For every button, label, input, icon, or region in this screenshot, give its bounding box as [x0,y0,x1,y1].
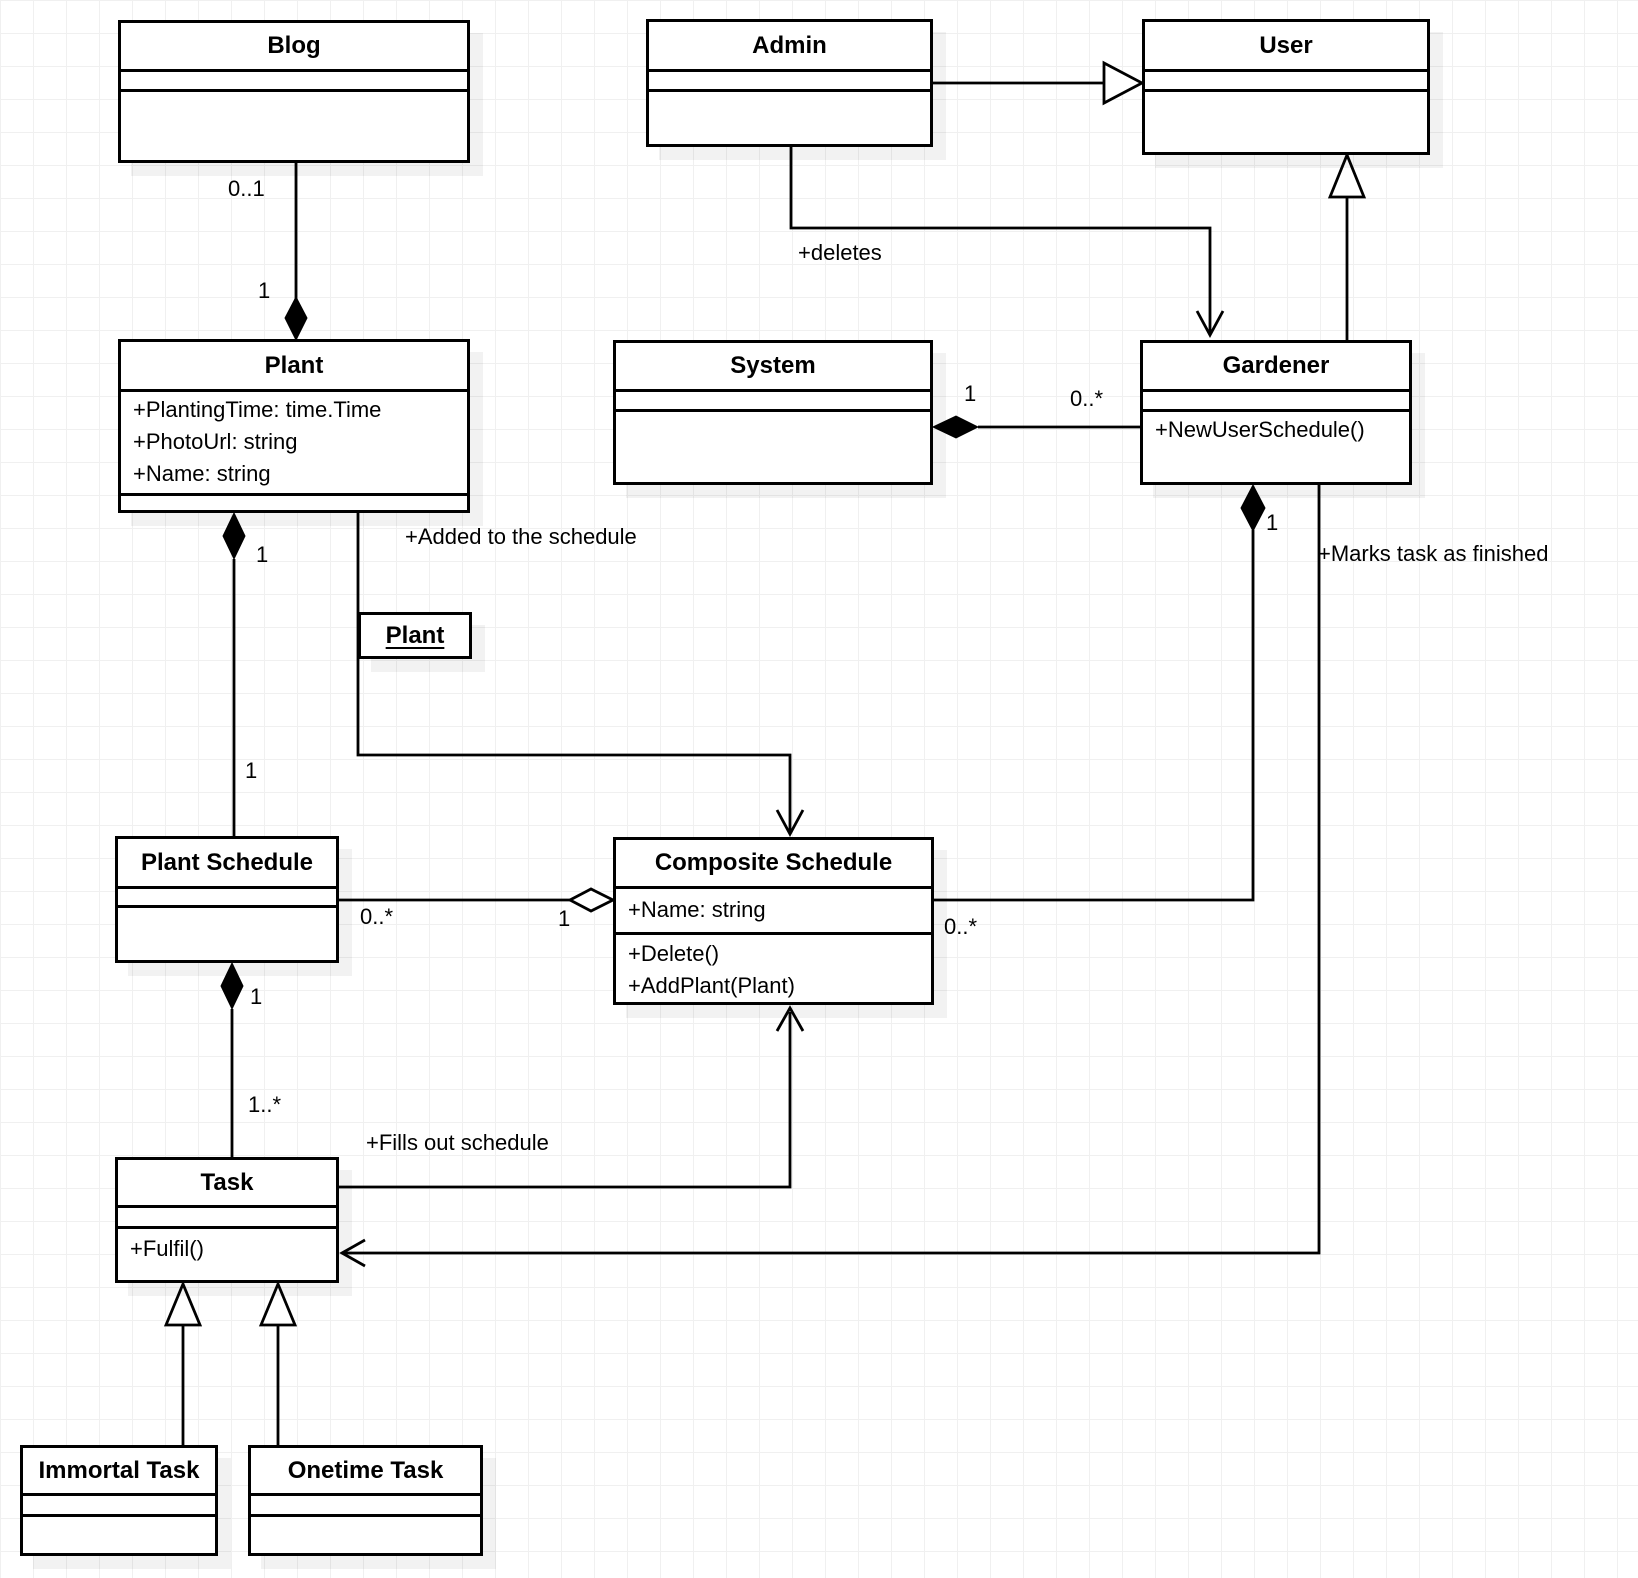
methods-compartment: +NewUserSchedule() [1143,412,1409,482]
label-gardener-multiplicity[interactable]: 0..* [1070,386,1104,411]
attributes-compartment [1143,392,1409,412]
attributes-compartment [616,392,930,412]
open-arrow-task-right[interactable] [339,1238,366,1268]
class-system[interactable]: System [613,340,933,485]
methods-compartment [121,92,467,160]
edge-plant-compositeschedule[interactable] [356,513,792,832]
class-plant[interactable]: Plant +PlantingTime: time.Time +PhotoUrl… [118,339,470,513]
method-line: +NewUserSchedule() [1155,417,1365,442]
composition-diamond-system[interactable] [931,415,980,439]
attribute-line: +PhotoUrl: string [133,429,298,454]
class-blog-title: Blog [121,23,467,72]
class-composite-schedule[interactable]: Composite Schedule +Name: string +Delete… [613,837,934,1005]
class-immortal-task[interactable]: Immortal Task [20,1445,218,1556]
methods-compartment [118,908,336,960]
methods-compartment [1145,92,1427,152]
edge-admin-gardener[interactable] [789,147,1212,333]
class-onetime-task[interactable]: Onetime Task [248,1445,483,1556]
attributes-compartment [121,72,467,92]
attributes-compartment: +PlantingTime: time.Time +PhotoUrl: stri… [121,392,467,496]
class-immortal-task-title: Immortal Task [23,1448,215,1496]
composition-diamond-plant[interactable] [284,295,308,342]
label-marks-task-finished[interactable]: +Marks task as finished [1318,541,1549,566]
attributes-compartment [118,1208,336,1229]
method-line: +Delete() [628,941,720,966]
class-gardener[interactable]: Gardener +NewUserSchedule() [1140,340,1412,485]
class-plant-title: Plant [121,342,467,392]
label-blog-multiplicity[interactable]: 0..1 [228,176,265,201]
label-deletes[interactable]: +deletes [798,240,882,265]
label-plant-multiplicity[interactable]: 1 [258,278,271,303]
attributes-compartment [23,1496,215,1517]
methods-compartment: +Fulfil() [118,1229,336,1280]
edge-compositeschedule-gardener[interactable] [934,530,1255,902]
generalization-triangle-task-left[interactable] [163,1280,203,1327]
label-composite-schedule-agg-multiplicity[interactable]: 1 [558,906,571,931]
class-task-title: Task [118,1160,336,1208]
label-gardener-composition-multiplicity[interactable]: 1 [1266,510,1279,535]
methods-compartment [23,1517,215,1553]
class-task[interactable]: Task +Fulfil() [115,1157,339,1283]
methods-compartment [649,92,930,144]
attribute-line: +Name: string [628,897,766,922]
composition-diamond-gardener-bottom[interactable] [1240,483,1266,533]
attributes-compartment [251,1496,480,1517]
attributes-compartment [1145,72,1427,92]
open-arrow-compositeschedule-bottom[interactable] [775,1005,805,1032]
composition-diamond-plant-bottom[interactable] [222,511,246,561]
attributes-compartment [118,889,336,908]
methods-compartment: +Delete() +AddPlant(Plant) [616,935,931,1002]
class-gardener-title: Gardener [1143,343,1409,392]
label-plant-composition-multiplicity[interactable]: 1 [256,542,269,567]
open-arrow-gardener-top[interactable] [1195,310,1225,338]
edge-gardener-task[interactable] [344,485,1321,1255]
composition-diamond-plantschedule-bottom[interactable] [220,961,244,1011]
methods-compartment [121,496,467,510]
object-plant-instance-label: Plant [385,621,445,649]
label-composite-gardener-multiplicity[interactable]: 0..* [944,914,978,939]
label-fills-out-schedule[interactable]: +Fills out schedule [366,1130,549,1155]
generalization-triangle-user-bottom[interactable] [1327,151,1367,199]
attribute-line: +Name: string [133,461,271,486]
attributes-compartment: +Name: string [616,889,931,935]
class-composite-schedule-title: Composite Schedule [616,840,931,889]
open-arrow-compositeschedule-top[interactable] [775,809,805,837]
label-plant-schedule-multiplicity[interactable]: 0..* [360,904,394,929]
label-plant-schedule-task-multiplicity[interactable]: 1 [250,984,263,1009]
class-onetime-task-title: Onetime Task [251,1448,480,1496]
methods-compartment [251,1517,480,1553]
class-admin[interactable]: Admin [646,19,933,147]
attribute-line: +PlantingTime: time.Time [133,397,382,422]
label-added-to-schedule[interactable]: +Added to the schedule [405,524,637,549]
generalization-triangle-task-right[interactable] [258,1280,298,1327]
class-blog[interactable]: Blog [118,20,470,163]
generalization-triangle-user[interactable] [1102,60,1146,106]
aggregation-diamond-compositeschedule[interactable] [566,887,617,913]
class-user[interactable]: User [1142,19,1430,155]
methods-compartment [616,412,930,482]
class-plant-schedule-title: Plant Schedule [118,839,336,889]
attributes-compartment [649,72,930,92]
edge-task-compositeschedule[interactable] [339,1012,792,1189]
label-task-multiplicity[interactable]: 1..* [248,1092,282,1117]
class-plant-schedule[interactable]: Plant Schedule [115,836,339,963]
label-plant-schedule-in-multiplicity[interactable]: 1 [245,758,258,783]
method-line: +Fulfil() [130,1236,204,1261]
class-system-title: System [616,343,930,392]
class-user-title: User [1145,22,1427,72]
label-system-multiplicity[interactable]: 1 [964,381,977,406]
class-admin-title: Admin [649,22,930,72]
object-plant-instance[interactable]: Plant [358,612,472,659]
method-line: +AddPlant(Plant) [628,973,795,998]
